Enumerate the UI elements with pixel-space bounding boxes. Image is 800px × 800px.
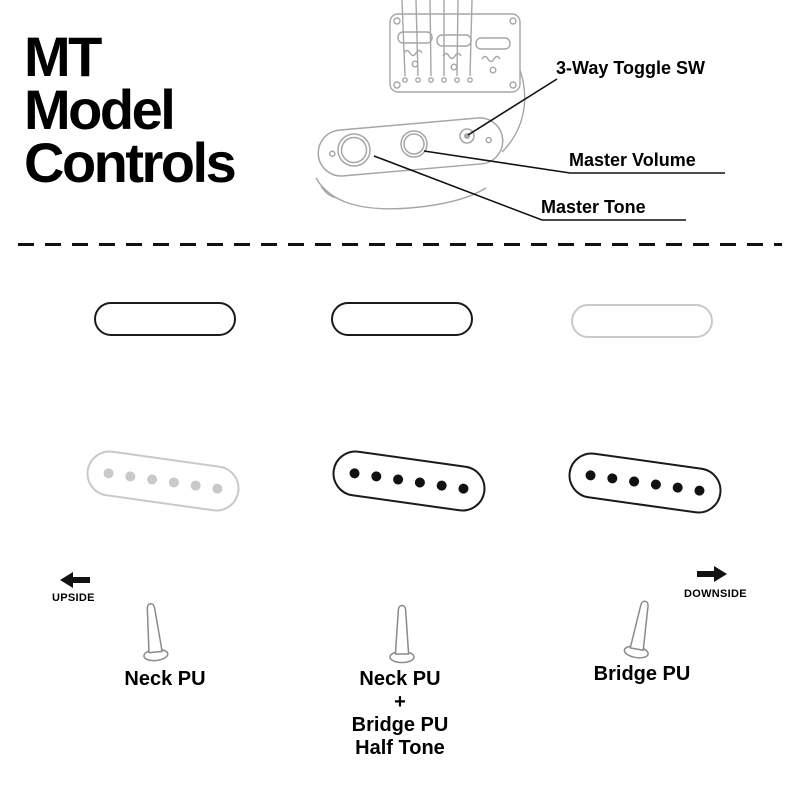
toggle-lever-bridge (623, 600, 649, 659)
downside-arrow-icon (697, 566, 727, 582)
position-label-line: Half Tone (355, 737, 445, 759)
position-label-line: Bridge PU (351, 714, 449, 736)
toggle-lever-neck (143, 603, 169, 662)
neck-pickup-position-3 (571, 304, 713, 338)
pole-dot (436, 479, 448, 492)
pole-dot (370, 470, 382, 483)
callout-leader-lines (373, 78, 725, 221)
bridge-pickup-position-1 (83, 447, 243, 515)
position-label-line: Bridge PU (593, 663, 691, 685)
upside-label: UPSIDE (52, 592, 95, 604)
title-line-2: Model (24, 78, 176, 141)
pole-dot (348, 467, 361, 479)
pole-dot (168, 476, 180, 489)
pole-dot (628, 475, 640, 488)
position-label-line: + (394, 691, 406, 713)
toggle-switch-label: 3-Way Toggle SW (556, 58, 706, 78)
pole-dot (606, 472, 618, 485)
position-label-neck: Neck PU (90, 668, 240, 691)
neck-pickup-position-1 (94, 302, 236, 336)
pole-dot (211, 483, 224, 495)
toggle-switch (459, 128, 475, 144)
position-label-line: Neck PU (359, 668, 441, 690)
toggle-lever-middle (389, 604, 415, 664)
master-volume-label: Master Volume (569, 150, 696, 170)
pole-dot (457, 483, 470, 495)
pole-dot (584, 469, 597, 481)
toggle-leader-line (467, 78, 558, 136)
bridge-illustration (315, 0, 526, 210)
position-label-neck-bridge: Neck PU + Bridge PU Half Tone (315, 668, 485, 760)
pole-dot (414, 476, 426, 489)
pole-dot (392, 473, 404, 486)
pole-dot (146, 473, 158, 486)
upside-arrow-icon (60, 572, 90, 588)
pole-dot (693, 485, 706, 497)
position-label-line: Neck PU (124, 668, 206, 690)
bridge-pickup-position-2 (329, 447, 489, 515)
pole-dot (672, 481, 684, 494)
volume-leader-line (423, 150, 725, 174)
control-plate (317, 117, 504, 177)
neck-pickup-position-2 (331, 302, 473, 336)
title-line-3: Controls (24, 131, 237, 194)
pole-dot (124, 470, 136, 483)
position-label-bridge: Bridge PU (562, 663, 722, 686)
bridge-pickup-position-3 (565, 449, 725, 517)
pole-dot (650, 478, 662, 491)
guitar-controls-illustration (315, 0, 725, 221)
tone-knob (337, 133, 371, 167)
volume-knob (400, 130, 428, 158)
master-tone-label: Master Tone (541, 197, 646, 217)
pole-dot (190, 479, 202, 492)
pole-dot (102, 467, 115, 479)
page-title: MT Model Controls (24, 25, 237, 194)
dashed-divider (18, 243, 782, 246)
tone-leader-line (373, 155, 686, 221)
downside-label: DOWNSIDE (684, 588, 747, 600)
title-line-1: MT (24, 25, 102, 88)
